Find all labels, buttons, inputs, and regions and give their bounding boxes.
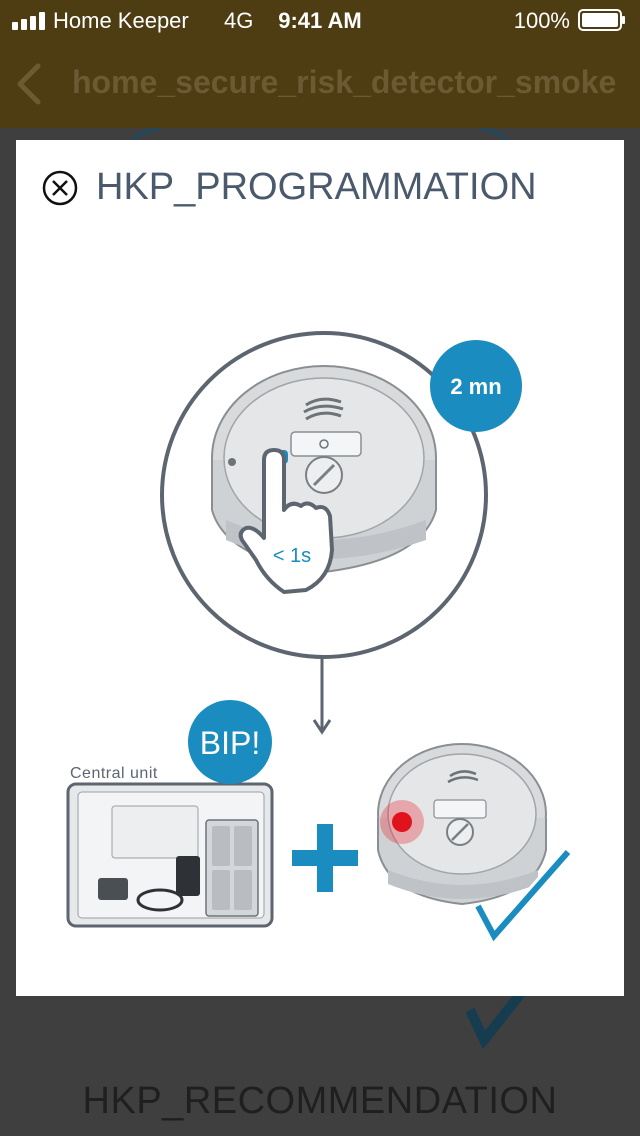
- checkmark-icon: [466, 988, 526, 1048]
- battery-icon: [578, 9, 625, 31]
- press-duration-label: < 1s: [273, 545, 311, 567]
- modal-title: HKP_PROGRAMMATION: [96, 166, 537, 208]
- programming-modal: HKP_PROGRAMMATION < 1s: [16, 140, 624, 996]
- back-chevron-icon[interactable]: [14, 62, 44, 106]
- status-bar: Home Keeper 4G 9:41 AM 100%: [0, 0, 640, 40]
- bip-badge: BIP!: [200, 725, 260, 761]
- navigation-bar: home_secure_risk_detector_smoke: [0, 40, 640, 128]
- detector-press-illustration: < 1s 2 mn: [160, 331, 522, 659]
- signal-strength-icon: [12, 12, 45, 30]
- status-time: 9:41 AM: [278, 8, 362, 33]
- carrier-name: Home Keeper: [53, 8, 189, 33]
- detector-confirmed-illustration: [377, 743, 573, 947]
- close-icon[interactable]: [42, 170, 78, 206]
- central-unit-illustration: Central unit BIP!: [66, 700, 274, 928]
- battery-percentage: 100%: [513, 8, 570, 33]
- programming-illustration: < 1s 2 mn Central unit BIP!: [66, 331, 573, 947]
- central-unit-label: Central unit: [70, 765, 158, 782]
- down-arrow-icon: [312, 658, 332, 735]
- page-title: home_secure_risk_detector_smoke: [72, 64, 617, 100]
- network-type: 4G: [224, 8, 254, 33]
- plus-icon: [292, 824, 358, 892]
- timer-badge: 2 mn: [450, 374, 501, 399]
- section-title: HKP_RECOMMENDATION: [82, 1080, 558, 1122]
